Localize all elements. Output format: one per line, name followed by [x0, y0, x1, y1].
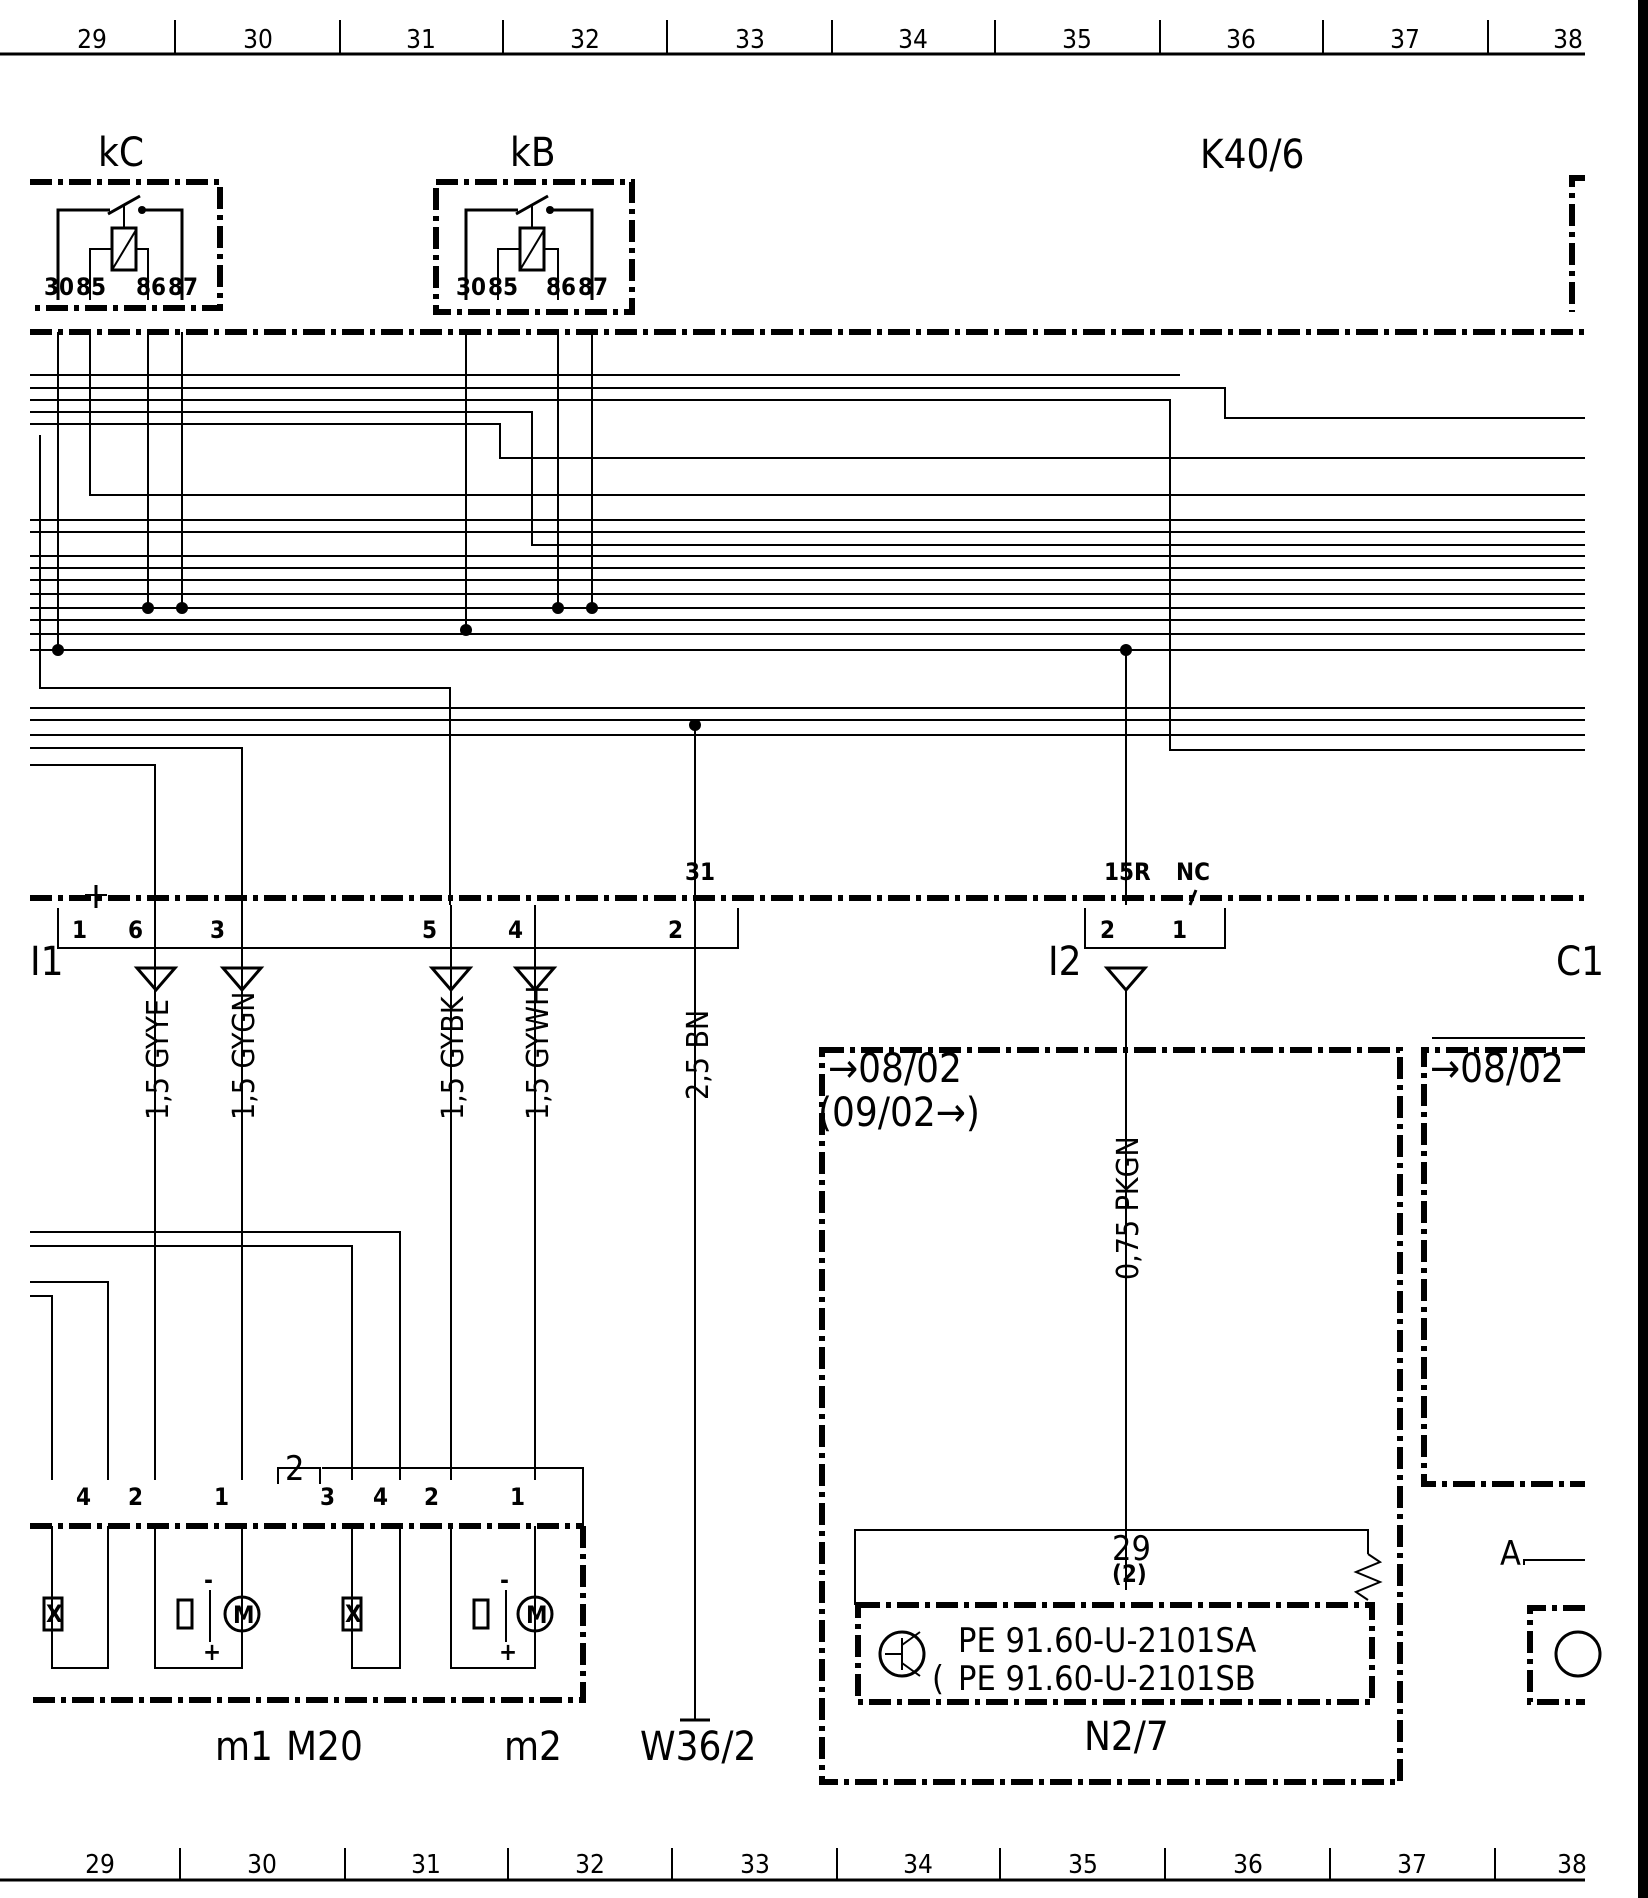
ground-w36-label: W36/2 [640, 1724, 756, 1770]
motor-m1-label: m1 [215, 1724, 273, 1770]
col-label: 33 [740, 1850, 770, 1880]
relay-kc: kC 30 85 86 87 [30, 130, 223, 311]
pin-87: 87 [578, 273, 608, 301]
wire-drops [133, 905, 1149, 1722]
col-label: 31 [411, 1850, 441, 1880]
i1-pin-2: 2 [668, 916, 683, 944]
module-k40-label: K40/6 [1200, 132, 1304, 178]
motor-m1-symbol: M [233, 1601, 255, 1629]
motor-plus: + [203, 1638, 221, 1666]
i1-pin-4: 4 [508, 916, 523, 944]
motor-minus: - [500, 1566, 509, 1594]
i1-pin-3: 3 [210, 916, 225, 944]
connector-c1-label: C1 [1556, 939, 1604, 985]
control-unit-pin-alt: (2) [1112, 1560, 1147, 1588]
col-label: 30 [247, 1850, 277, 1880]
connector-i1-label: I1 [30, 939, 64, 985]
control-unit-pin: 29 [1112, 1529, 1151, 1569]
wire-labels: 1,5 GYYE 1,5 GYGN 1,5 GYBK 1,5 GYWH 2,5 … [141, 986, 1146, 1770]
pin-86: 86 [546, 273, 576, 301]
motor-pin: 2 [424, 1483, 439, 1511]
col-label: 33 [735, 25, 765, 55]
motor-x-symbol: X [46, 1600, 63, 1628]
pin-86: 86 [136, 273, 166, 301]
motor-pin: 2 [128, 1483, 143, 1511]
col-label: 34 [898, 25, 928, 55]
pe-ref-a: PE 91.60-U-2101SA [958, 1621, 1256, 1661]
validity-from-label: →08/02 [828, 1046, 962, 1092]
validity-box: →08/02 (09/02→) 29 (2) PE 91.60-U-2101SA… [818, 1046, 1403, 1785]
col-label: 32 [570, 25, 600, 55]
pin-30: 30 [456, 273, 486, 301]
col-label: 31 [406, 25, 436, 55]
wire-label-gywh: 1,5 GYWH [521, 986, 556, 1120]
i1-pin-5: 5 [422, 916, 437, 944]
motor-pin: 2 [285, 1449, 304, 1489]
col-label: 35 [1062, 25, 1092, 55]
connector-i2-label: I2 [1048, 939, 1082, 985]
pin-87: 87 [168, 273, 198, 301]
motor-m2-label: m2 [504, 1724, 562, 1770]
wire-label-gygn: 1,5 GYGN [227, 992, 262, 1120]
motor-m2-symbol: M [526, 1601, 548, 1629]
page-edge-bar [1638, 0, 1648, 1898]
grid-ruler-top: 29 30 31 32 33 34 35 36 37 38 [0, 20, 1585, 56]
grid-ruler-bottom: 29 30 31 32 33 34 35 36 37 38 [0, 1848, 1587, 1882]
relay-kb: kB 30 85 86 87 [433, 130, 635, 315]
pin-30: 30 [44, 273, 74, 301]
wire-label-gybk: 1,5 GYBK [436, 995, 471, 1120]
wire-label-pkgn: 0,75 PKGN [1111, 1136, 1146, 1280]
motor-pin: 3 [320, 1483, 335, 1511]
i2-pin-1: 1 [1172, 916, 1187, 944]
terminal-31: 31 [685, 858, 715, 886]
col-label: 38 [1553, 25, 1583, 55]
col-label: 37 [1390, 25, 1420, 55]
col-label: 34 [903, 1850, 933, 1880]
col-label: 32 [575, 1850, 605, 1880]
col-label: 37 [1397, 1850, 1427, 1880]
motor-unit-m20: X X M M - + - + 4 2 1 2 3 4 2 1 m1 M20 m… [30, 1231, 586, 1770]
validity-until-label: (09/02→) [818, 1090, 980, 1136]
terminal-nc: NC [1176, 858, 1210, 886]
col-label: 35 [1068, 1850, 1098, 1880]
col-label: 29 [85, 1850, 115, 1880]
control-unit-label: N2/7 [1084, 1714, 1169, 1760]
terminal-15r: 15R [1104, 858, 1151, 886]
motor-pin: 1 [214, 1483, 229, 1511]
col-label: 38 [1557, 1850, 1587, 1880]
pe-ref-b: PE 91.60-U-2101SB [958, 1659, 1256, 1699]
relay-kc-label: kC [98, 130, 144, 176]
col-label: 36 [1233, 1850, 1263, 1880]
motor-unit-label: M20 [286, 1724, 363, 1770]
connector-row: I1 I2 C1 1 6 3 5 4 2 2 1 31 15R NC [30, 858, 1604, 985]
i1-pin-1: 1 [72, 916, 87, 944]
pin-85: 85 [488, 273, 518, 301]
motor-x-symbol: X [345, 1600, 362, 1628]
relay-kb-label: kB [510, 130, 556, 176]
col-label: 29 [77, 25, 107, 55]
wiring-harness [30, 332, 1585, 905]
motor-plus: + [499, 1638, 517, 1666]
pin-85: 85 [76, 273, 106, 301]
validity-box-right: →08/02 A [1421, 1037, 1602, 1705]
validity-from-label: →08/02 [1430, 1046, 1564, 1092]
i1-pin-6: 6 [128, 916, 143, 944]
col-label: 36 [1226, 25, 1256, 55]
motor-pin: 1 [510, 1483, 525, 1511]
i2-pin-2: 2 [1100, 916, 1115, 944]
motor-pin: 4 [373, 1483, 388, 1511]
pe-ref-paren: ( [932, 1659, 944, 1699]
wire-label-gyye: 1,5 GYYE [141, 999, 176, 1120]
module-k40-boundary: K40/6 [30, 132, 1585, 335]
col-label: 30 [243, 25, 273, 55]
label-a: A [1500, 1534, 1521, 1574]
motor-pin: 4 [76, 1483, 91, 1511]
motor-minus: - [204, 1566, 213, 1594]
wire-label-bn: 2,5 BN [681, 1010, 716, 1100]
